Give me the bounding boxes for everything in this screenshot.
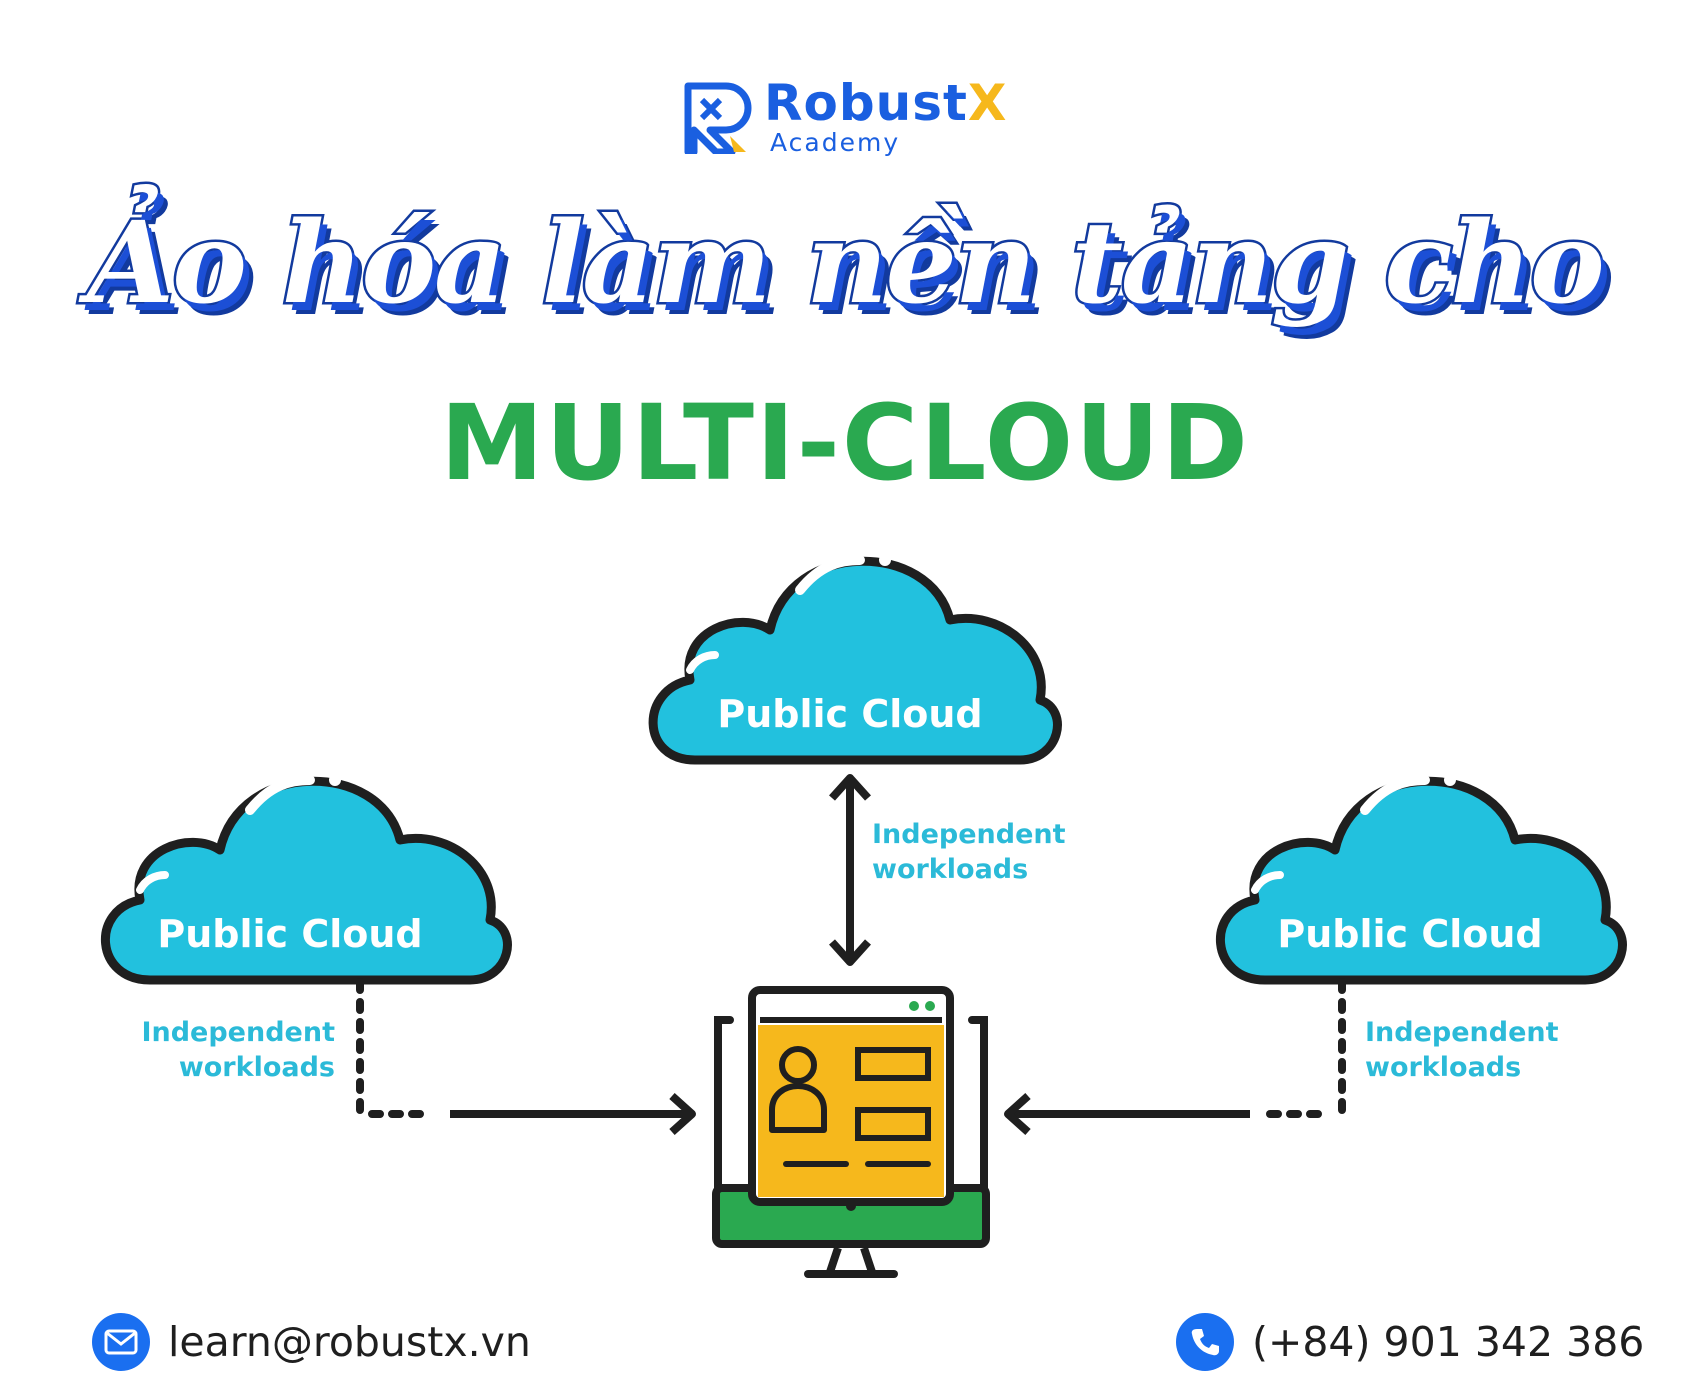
phone-text[interactable]: (+84) 901 342 386 <box>1252 1318 1645 1366</box>
logo-subtitle: Academy <box>770 128 901 157</box>
logo-brand: RobustX <box>764 74 1008 132</box>
logo-brand-x: X <box>967 74 1008 132</box>
logo: RobustX Academy <box>680 72 1040 162</box>
user-profile-icon <box>769 1046 827 1133</box>
workload-label-right-2: workloads <box>1365 1052 1521 1083</box>
page-title: Ảo hóa làm nền tảng cho <box>85 196 1607 332</box>
connector-left <box>356 978 696 1135</box>
connector-top <box>829 774 871 966</box>
workload-label-left-2: workloads <box>179 1052 335 1083</box>
footer-phone[interactable]: (+84) 901 342 386 <box>1176 1310 1644 1374</box>
computer-monitor-icon <box>712 986 990 1278</box>
cloud-icon: Public Cloud <box>1216 774 1627 985</box>
workload-label-left-1: Independent <box>141 1017 335 1048</box>
cloud-label-right: Public Cloud <box>1277 912 1542 956</box>
phone-icon <box>1176 1313 1234 1371</box>
cloud-label-top: Public Cloud <box>717 692 982 736</box>
mail-icon <box>92 1313 150 1371</box>
logo-mark-icon <box>684 82 752 154</box>
cloud-icon: Public Cloud <box>648 554 1062 765</box>
workload-label-top-1: Independent <box>872 819 1066 850</box>
connector-right <box>1004 978 1346 1135</box>
cloud-icon: Public Cloud <box>101 774 512 985</box>
workload-label-right-1: Independent <box>1365 1017 1559 1048</box>
page-subtitle: MULTI-CLOUD <box>440 382 1250 504</box>
workload-label-top-2: workloads <box>872 854 1028 885</box>
multi-cloud-diagram: Public Cloud Public Cloud Public Cloud I… <box>101 554 1627 1278</box>
email-text[interactable]: learn@robustx.vn <box>168 1318 531 1366</box>
cloud-label-left: Public Cloud <box>157 912 422 956</box>
footer-email[interactable]: learn@robustx.vn <box>92 1310 531 1374</box>
